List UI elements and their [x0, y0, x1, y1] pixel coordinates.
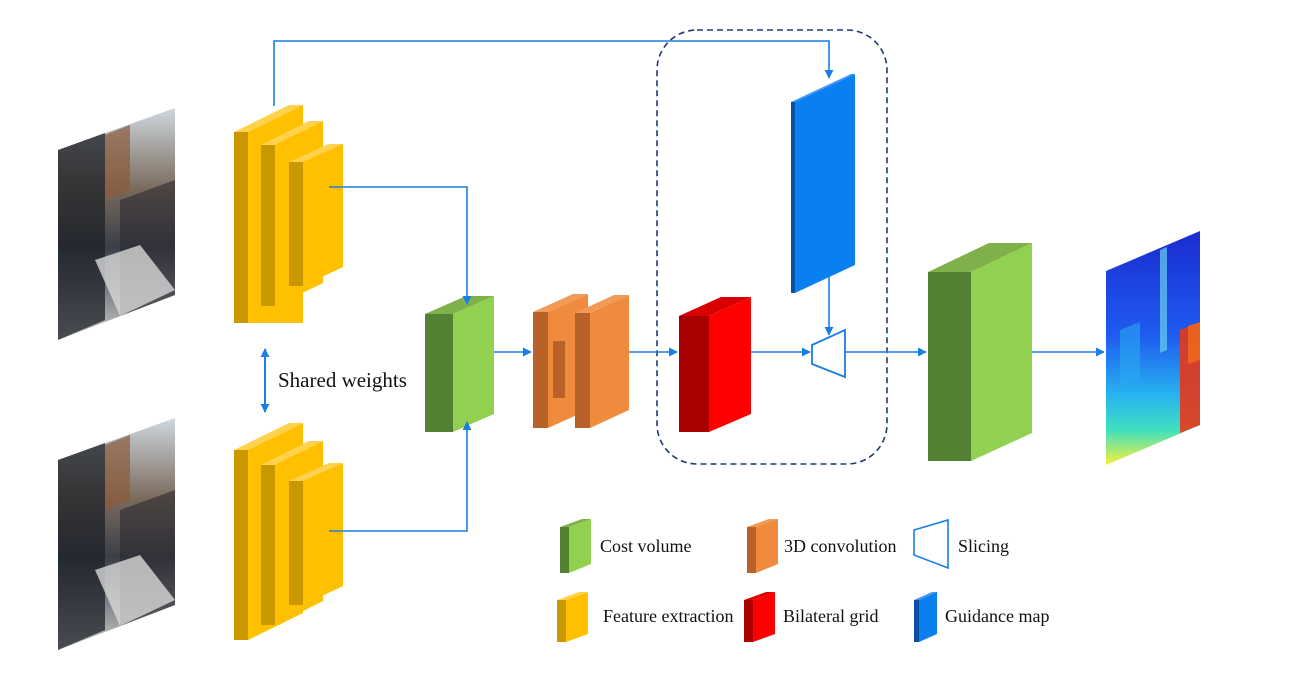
legend-feature-label: Feature extraction: [603, 606, 733, 626]
legend-conv3d-label: 3D convolution: [784, 536, 897, 556]
legend-bilateral-swatch: [744, 592, 775, 642]
output-block: [928, 243, 1032, 461]
arrow-top-to-cost: [329, 186, 472, 305]
arrow-bottom-to-cost: [329, 421, 472, 532]
legend: Cost volume 3D convolution Slicing Featu…: [557, 518, 1049, 642]
cost-volume-block: [425, 296, 494, 432]
bilateral-grid-block: [679, 297, 751, 432]
flow-arrows: [273, 40, 1105, 532]
feature-extraction-bottom: [234, 423, 343, 640]
legend-conv3d-swatch: [747, 519, 778, 573]
shared-weights-label: Shared weights: [278, 368, 407, 392]
input-image-bottom: [58, 418, 175, 650]
legend-guidance-label: Guidance map: [945, 606, 1049, 626]
output-disparity-map: [1106, 231, 1200, 465]
legend-slicing-label: Slicing: [958, 536, 1009, 556]
conv3d-blocks: [533, 294, 629, 428]
arrow-skip-to-guidance: [273, 40, 834, 106]
legend-guidance-swatch: [914, 592, 937, 642]
legend-bilateral-label: Bilateral grid: [783, 606, 878, 626]
legend-feature-swatch: [557, 592, 588, 642]
bilateral-module-box: [656, 29, 888, 465]
legend-cost-volume-swatch: [560, 519, 591, 573]
guidance-map-block: [791, 74, 855, 293]
legend-slicing-icon: [913, 518, 949, 570]
feature-extraction-top: [234, 105, 343, 323]
legend-cost-volume-label: Cost volume: [600, 536, 692, 556]
slicing-icon: [811, 328, 846, 379]
input-image-top: [58, 108, 175, 340]
